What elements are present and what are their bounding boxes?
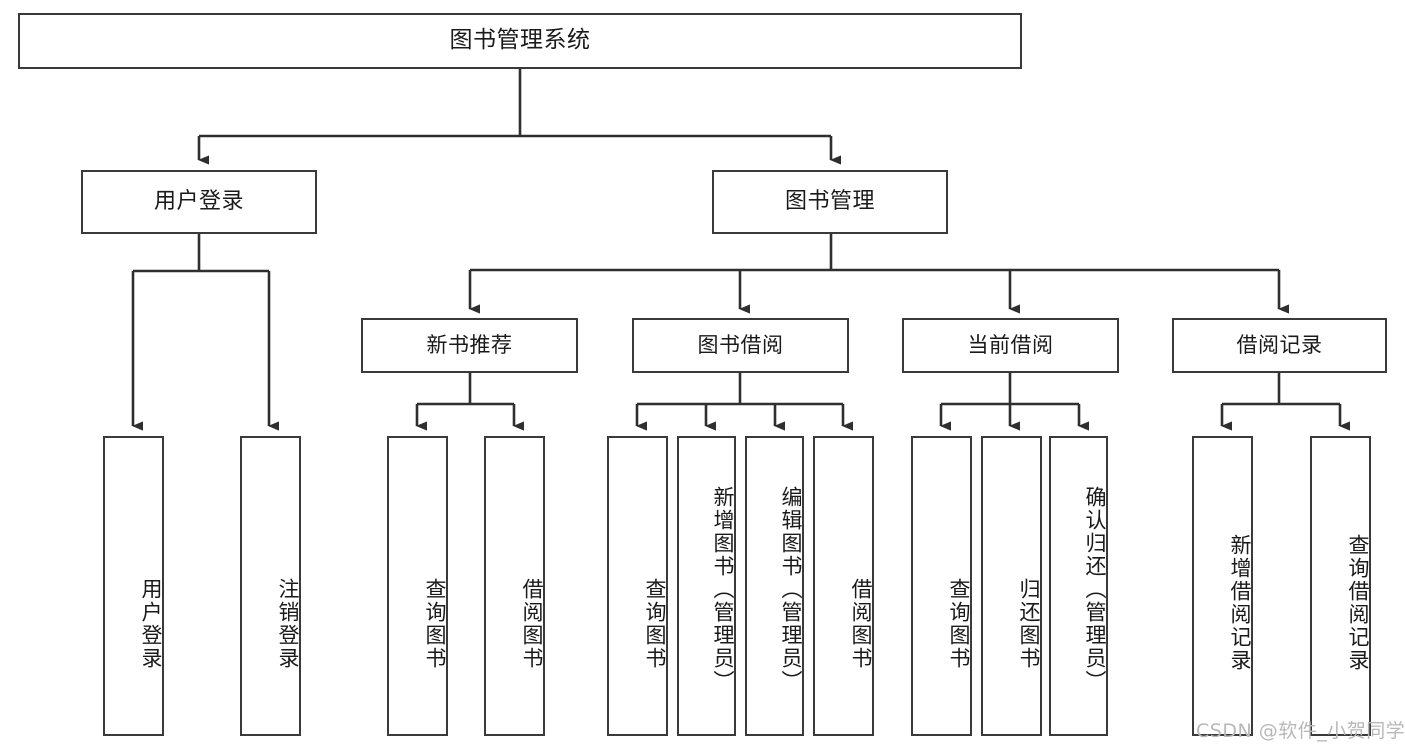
- node-label: 借阅图书: [849, 578, 873, 670]
- node-leaf-query-record[interactable]: 查询借阅记录: [1310, 436, 1371, 736]
- node-leaf-user-logout[interactable]: 注销登录: [240, 436, 301, 736]
- node-leaf-add-book[interactable]: 新增图书（管理员）: [677, 436, 736, 736]
- node-label: 查询借阅记录: [1346, 534, 1370, 672]
- node-label: 查询图书: [947, 578, 971, 670]
- node-leaf-borrow-book-1[interactable]: 借阅图书: [484, 436, 545, 736]
- node-leaf-query-book-1[interactable]: 查询图书: [387, 436, 448, 736]
- node-label: 确认归还（管理员）: [1083, 485, 1107, 693]
- node-label: 归还图书: [1017, 578, 1041, 670]
- node-leaf-borrow-book-2[interactable]: 借阅图书: [813, 436, 874, 736]
- node-leaf-return-book[interactable]: 归还图书: [981, 436, 1042, 736]
- node-leaf-query-book-3[interactable]: 查询图书: [911, 436, 972, 736]
- node-leaf-query-book-2[interactable]: 查询图书: [607, 436, 668, 736]
- node-label: 图书管理系统: [449, 27, 591, 54]
- node-borrow-record[interactable]: 借阅记录: [1172, 318, 1387, 373]
- node-label: 当前借阅: [967, 332, 1054, 357]
- node-label: 借阅图书: [520, 578, 544, 670]
- node-label: 新增借阅记录: [1228, 534, 1252, 672]
- node-new-book-recommend[interactable]: 新书推荐: [361, 318, 578, 373]
- node-label: 查询图书: [643, 578, 667, 670]
- node-label: 新书推荐: [426, 332, 513, 357]
- node-label: 注销登录: [276, 578, 300, 670]
- node-current-borrow[interactable]: 当前借阅: [902, 318, 1119, 373]
- node-leaf-edit-book[interactable]: 编辑图书（管理员）: [745, 436, 804, 736]
- node-leaf-confirm-return[interactable]: 确认归还（管理员）: [1049, 436, 1108, 736]
- node-user-login[interactable]: 用户登录: [81, 170, 317, 234]
- node-label: 图书借阅: [697, 332, 784, 357]
- node-book-borrow[interactable]: 图书借阅: [632, 318, 849, 373]
- node-leaf-add-record[interactable]: 新增借阅记录: [1192, 436, 1253, 736]
- watermark-csdn: CSDN @软件_小贺同学: [1196, 720, 1405, 742]
- node-label: 用户登录: [139, 578, 163, 670]
- node-label: 用户登录: [153, 188, 244, 214]
- node-leaf-user-login[interactable]: 用户登录: [103, 436, 164, 736]
- node-root-book-management-system[interactable]: 图书管理系统: [18, 13, 1022, 69]
- node-book-manage[interactable]: 图书管理: [712, 170, 948, 234]
- node-label: 编辑图书（管理员）: [779, 485, 803, 693]
- node-label: 查询图书: [423, 578, 447, 670]
- node-label: 借阅记录: [1236, 332, 1323, 357]
- node-label: 新增图书（管理员）: [711, 485, 735, 693]
- node-label: 图书管理: [784, 188, 875, 214]
